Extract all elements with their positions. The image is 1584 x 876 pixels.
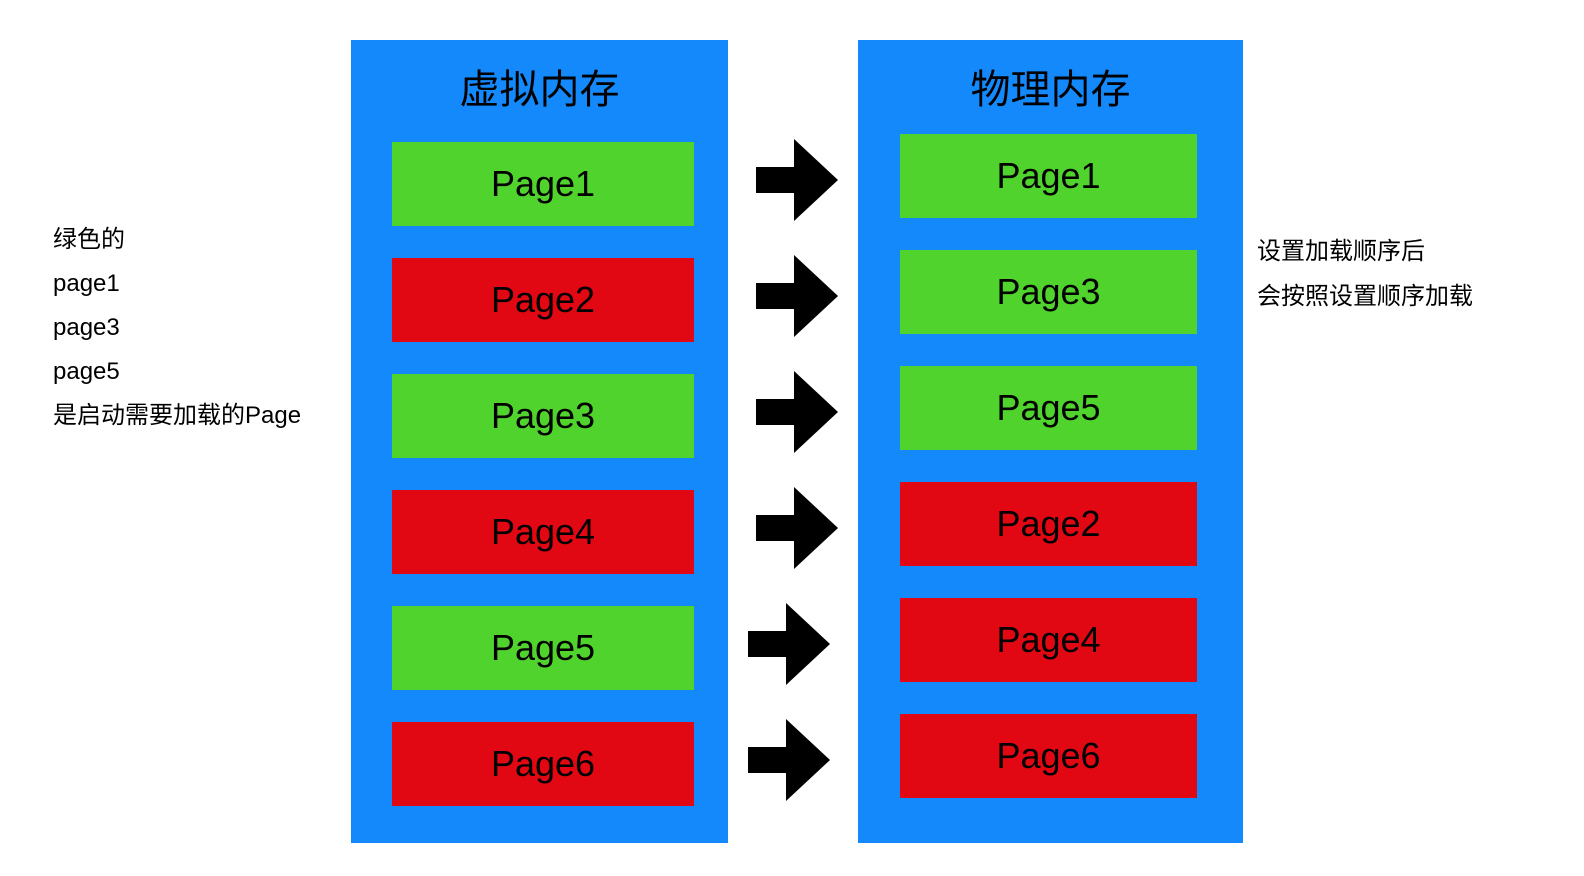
- arrow-right-icon: [748, 719, 830, 801]
- arrow-right-icon: [756, 255, 838, 337]
- green-pages-note: 绿色的 page1 page3 page5 是启动需要加载的Page: [53, 218, 301, 438]
- page-box-page4: Page4: [900, 598, 1197, 682]
- arrow-right-icon: [756, 139, 838, 221]
- note-line: 会按照设置顺序加载: [1257, 283, 1473, 310]
- arrow-right-icon: [748, 603, 830, 685]
- physical-memory-title: 物理内存: [970, 68, 1131, 112]
- virtual-memory-title: 虚拟内存: [459, 68, 620, 112]
- page-box-page3: Page3: [900, 250, 1197, 334]
- page-box-page1: Page1: [900, 134, 1197, 218]
- page-box-page2: Page2: [900, 482, 1197, 566]
- note-line: page1: [53, 270, 120, 297]
- note-line: page3: [53, 314, 120, 341]
- page-box-page1: Page1: [392, 142, 694, 226]
- note-line: page5: [53, 358, 120, 385]
- arrow-right-icon: [756, 487, 838, 569]
- page-box-page4: Page4: [392, 490, 694, 574]
- note-line: 是启动需要加载的Page: [53, 402, 302, 429]
- arrow-right-icon: [756, 371, 838, 453]
- page-box-page6: Page6: [392, 722, 694, 806]
- note-line: 绿色的: [53, 226, 125, 253]
- page-box-page5: Page5: [392, 606, 694, 690]
- page-box-page5: Page5: [900, 366, 1197, 450]
- note-line: 设置加载顺序后: [1257, 238, 1425, 265]
- load-order-note: 设置加载顺序后 会按照设置顺序加载: [1257, 229, 1473, 319]
- page-box-page2: Page2: [392, 258, 694, 342]
- page-box-page6: Page6: [900, 714, 1197, 798]
- page-box-page3: Page3: [392, 374, 694, 458]
